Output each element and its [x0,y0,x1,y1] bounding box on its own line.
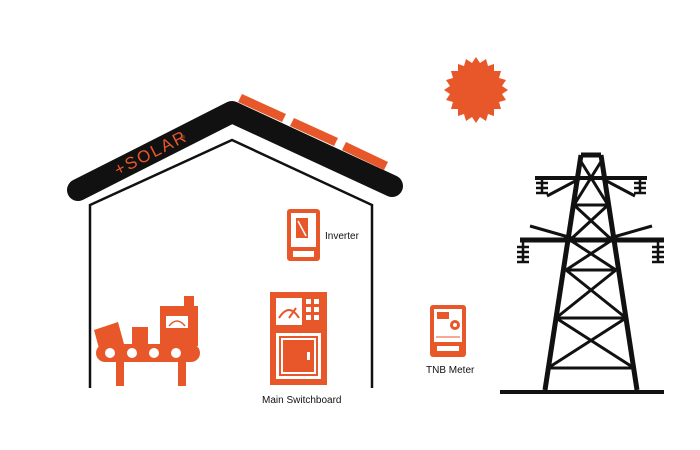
registered-mark: ® [180,133,188,142]
insulator-icon [517,178,664,264]
main-switchboard-label: Main Switchboard [262,395,342,406]
house-roof [67,101,403,201]
inverter-icon [287,209,320,261]
house-outline [88,138,374,388]
switchboard-icon [270,292,327,385]
solar-logo: +SOLAR [111,127,191,180]
inverter-label: Inverter [325,231,359,242]
solar-panel-icon [238,94,388,170]
meter-icon [430,305,466,357]
sun-icon [444,57,508,123]
tnb-meter-label: TNB Meter [426,365,475,376]
transmission-tower-icon [500,152,664,394]
factory-conveyor-icon [94,296,200,386]
